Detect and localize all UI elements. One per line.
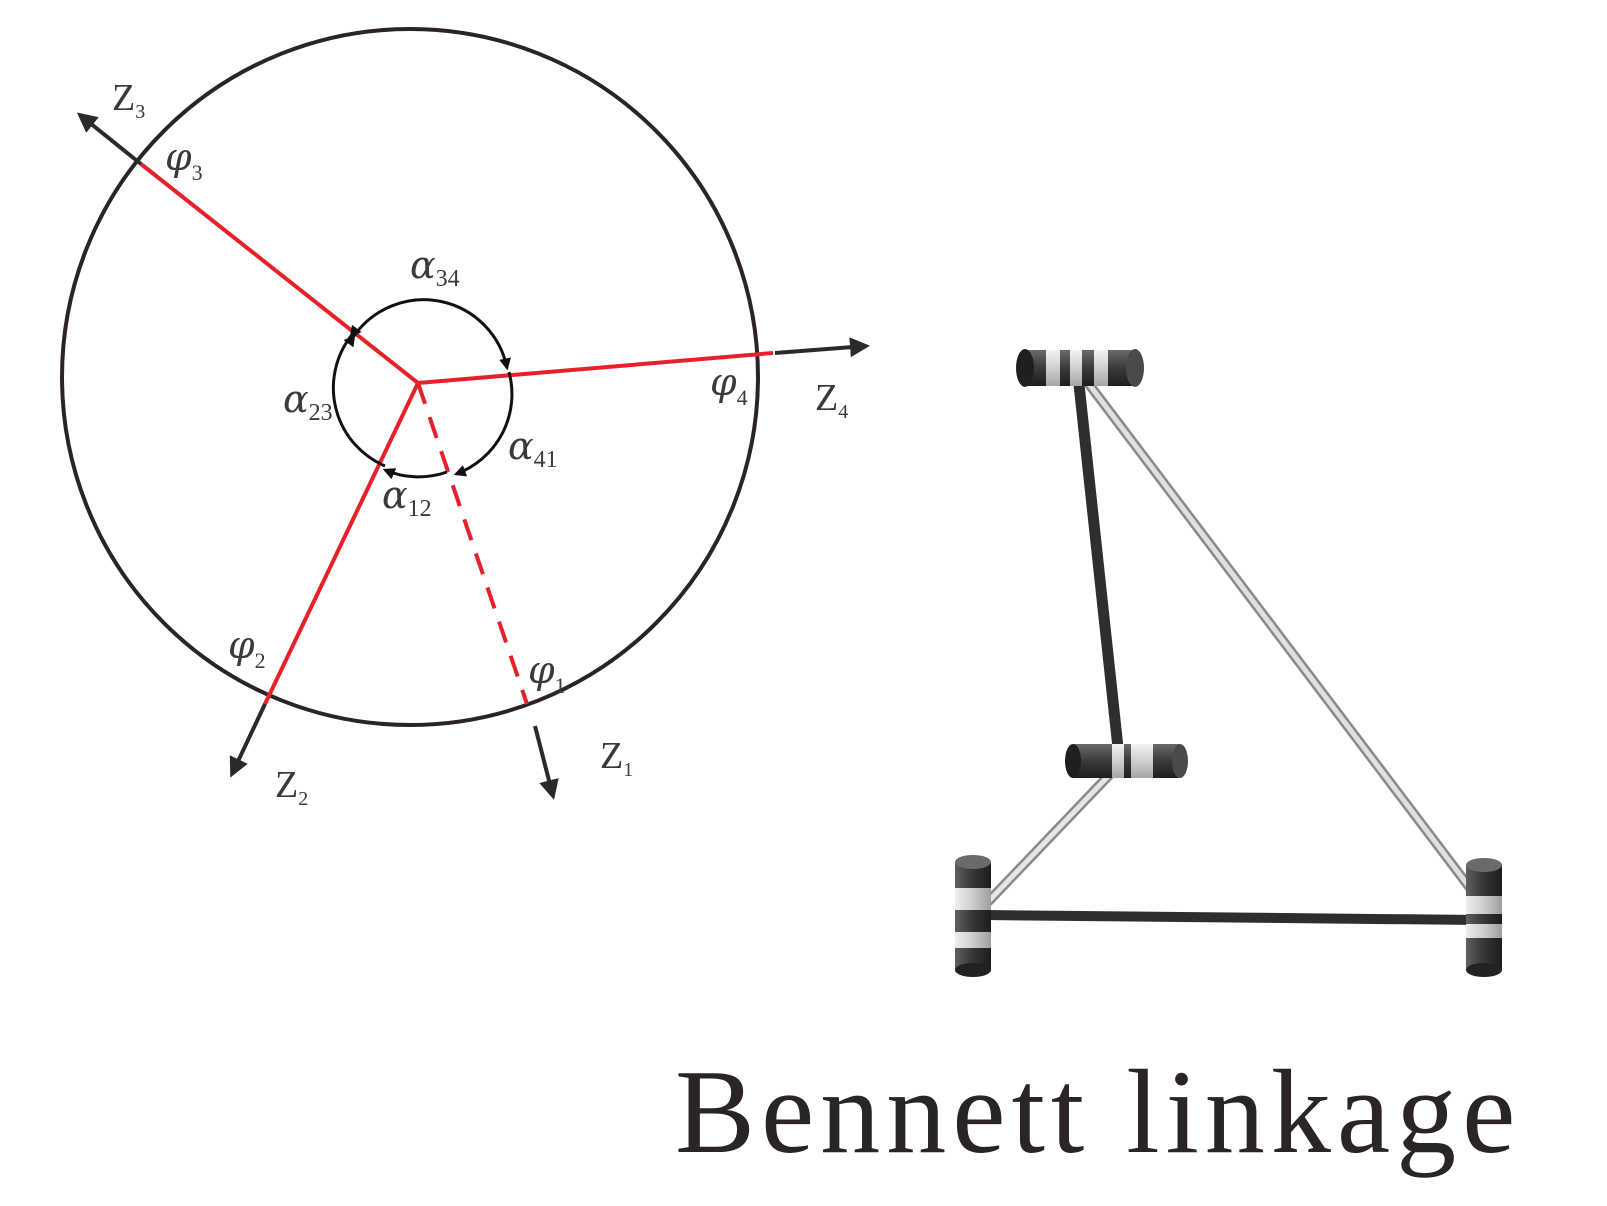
alpha23-arc <box>331 324 386 468</box>
z2-axis-arrow <box>229 703 267 778</box>
light-link-mid-to-left-hl <box>982 765 1119 908</box>
alpha12-label: α12 <box>382 473 432 522</box>
z2-label: Z2 <box>275 764 308 810</box>
link-to-z3 <box>139 162 420 385</box>
bennett-mechanism-illustration <box>955 349 1502 977</box>
alpha34-label: α34 <box>410 243 460 292</box>
unit-sphere-circle <box>60 27 760 727</box>
link-to-z1-dashed <box>416 382 529 705</box>
schematic: Z3 Z4 Z2 Z1 φ3 φ4 φ2 φ1 α34 α23 α12 α41 <box>60 27 870 810</box>
phi1-label: φ1 <box>528 648 566 698</box>
alpha41-arc <box>453 371 514 477</box>
dark-link-left-to-right <box>980 910 1483 925</box>
joint-middle <box>1065 744 1188 778</box>
dark-link-top-to-mid <box>1072 369 1125 763</box>
alpha34-arc <box>343 298 511 371</box>
light-link-top-to-right-hl <box>1079 372 1473 891</box>
z4-axis-arrow <box>774 337 870 358</box>
alpha41-label: α41 <box>508 424 558 473</box>
z3-label: Z3 <box>112 77 145 123</box>
z4-label: Z4 <box>815 377 848 423</box>
z1-axis-arrow <box>533 725 559 800</box>
joint-bottom-left <box>955 855 991 977</box>
z1-label: Z1 <box>600 735 633 781</box>
joint-top <box>1016 349 1144 387</box>
phi3-label: φ3 <box>165 135 203 185</box>
phi4-label: φ4 <box>710 360 748 410</box>
phi2-label: φ2 <box>228 623 266 673</box>
link-to-z2 <box>263 382 420 705</box>
alpha12-arc <box>382 468 448 480</box>
joint-bottom-right <box>1466 858 1502 977</box>
figure-caption: Bennett linkage <box>675 1045 1521 1178</box>
alpha23-label: α23 <box>283 377 333 426</box>
z3-axis-arrow <box>76 112 143 166</box>
link-to-z4 <box>417 351 774 385</box>
